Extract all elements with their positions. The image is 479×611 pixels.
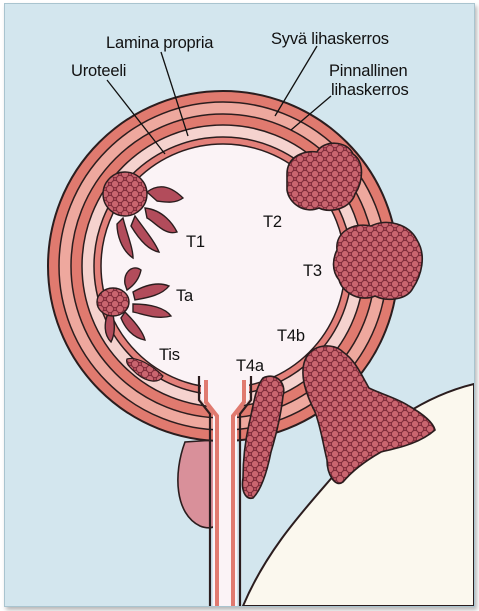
urethra	[197, 374, 253, 606]
label-ta: Ta	[176, 287, 194, 305]
tumor-t2	[286, 142, 363, 212]
label-t3: T3	[303, 262, 322, 280]
bladder-cancer-staging-diagram: Lamina propria Syvä lihaskerros Pinnalli…	[4, 3, 475, 607]
tumor-t4b	[302, 345, 436, 485]
tumor-tis	[126, 357, 164, 382]
label-tis: Tis	[159, 346, 180, 364]
label-lamina-propria: Lamina propria	[106, 34, 214, 52]
tumor-t4a	[241, 375, 285, 500]
label-t1: T1	[186, 233, 205, 251]
tumor-t3	[332, 221, 424, 301]
label-syva-lihaskerros: Syvä lihaskerros	[271, 30, 389, 48]
tumor-t1	[102, 171, 185, 260]
label-pinnallinen: Pinnallinen	[329, 62, 408, 80]
label-t4b: T4b	[277, 327, 305, 345]
label-t2: T2	[263, 213, 282, 231]
tumor-ta	[96, 267, 173, 344]
label-uroteeli: Uroteeli	[71, 62, 126, 80]
label-t4a: T4a	[236, 357, 265, 375]
leader-lines	[106, 45, 332, 155]
label-lihaskerros: lihaskerros	[331, 81, 409, 99]
